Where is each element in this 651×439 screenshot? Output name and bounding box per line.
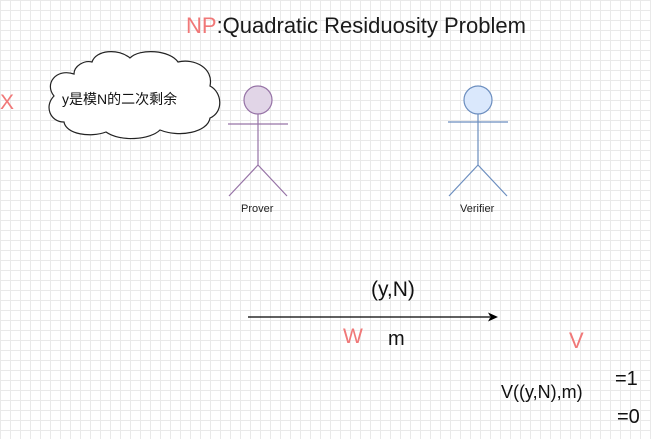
public-input-label[interactable]: (y,N) (371, 278, 415, 301)
title-text: :Quadratic Residuosity Problem (216, 13, 526, 38)
verifier-figure[interactable] (448, 85, 508, 197)
prover-left-leg (228, 164, 259, 197)
verification-function[interactable]: V((y,N),m) (501, 382, 583, 402)
verifier-left-leg (448, 164, 479, 197)
accept-result[interactable]: =1 (615, 368, 638, 390)
arrowhead-icon (488, 312, 498, 322)
message-arrow[interactable] (248, 312, 498, 322)
statement-cloud[interactable] (48, 51, 221, 140)
witness-value[interactable]: m (388, 328, 405, 350)
reject-result[interactable]: =0 (617, 406, 640, 428)
verifier-letter[interactable]: V (569, 328, 584, 353)
cloud-text[interactable]: y是模N的二次剩余 (62, 91, 178, 107)
prover-right-leg (257, 164, 288, 197)
verifier-label[interactable]: Verifier (460, 203, 495, 215)
page-title[interactable]: NP:Quadratic Residuosity Problem (186, 15, 526, 37)
witness-letter[interactable]: W (343, 325, 363, 348)
prover-label[interactable]: Prover (241, 203, 274, 215)
verifier-head (463, 85, 493, 115)
statement-letter[interactable]: X (0, 91, 15, 114)
prover-head (243, 85, 273, 115)
verifier-right-leg (477, 164, 508, 197)
prover-figure[interactable] (228, 85, 288, 197)
title-prefix: NP (186, 13, 217, 38)
